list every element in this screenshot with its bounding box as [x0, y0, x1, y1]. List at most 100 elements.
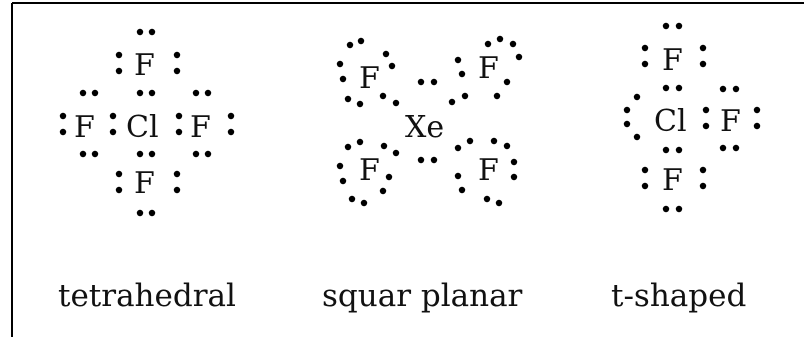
electron-dot: [204, 150, 212, 158]
fluorine-bottom-label: F: [662, 163, 683, 198]
electron-dot: [675, 22, 683, 30]
electron-dot: [227, 128, 235, 136]
electron-dot: [699, 182, 707, 190]
electron-dot: [662, 205, 670, 213]
electron-dot: [148, 150, 156, 158]
electron-dot: [192, 89, 200, 97]
electron-dot: [360, 199, 368, 207]
electron-dot: [91, 89, 99, 97]
electron-dot: [675, 146, 683, 154]
electron-dot: [675, 84, 683, 92]
structure-square-planar: F F Xe F F squar planar: [322, 35, 523, 314]
electron-dot: [175, 128, 183, 136]
electron-dot: [662, 84, 670, 92]
fluorine-left-label: F: [74, 110, 95, 145]
electron-dot: [430, 156, 438, 164]
electron-dot: [503, 142, 511, 150]
electron-dot: [641, 166, 649, 174]
electron-dot: [458, 70, 466, 78]
electron-dot: [379, 187, 387, 195]
electron-dot: [641, 60, 649, 68]
electron-dot: [641, 44, 649, 52]
electron-dot: [204, 89, 212, 97]
electron-dot: [175, 112, 183, 120]
structure-t-shaped: F Cl F F t-shaped: [611, 22, 761, 314]
central-atom-label: Cl: [654, 104, 687, 139]
electron-dot: [495, 199, 503, 207]
electron-dot: [662, 146, 670, 154]
electron-dot: [454, 144, 462, 152]
electron-dot: [227, 112, 235, 120]
electron-dot: [623, 120, 631, 128]
electron-dot: [633, 93, 641, 101]
electron-dot: [357, 37, 365, 45]
electron-dot: [509, 40, 517, 48]
fluorine-right-label: F: [720, 104, 741, 139]
electron-dot: [510, 158, 518, 166]
electron-dot: [79, 89, 87, 97]
fluorine-bottom-label: F: [134, 166, 155, 201]
electron-dot: [454, 56, 462, 64]
electron-dot: [732, 144, 740, 152]
electron-dot: [136, 150, 144, 158]
electron-dot: [148, 89, 156, 97]
structure-tetrahedral: F F Cl F F tetrahedral: [58, 28, 236, 314]
electron-dot: [484, 40, 492, 48]
electron-dot: [356, 100, 364, 108]
electron-dot: [490, 137, 498, 145]
electron-dot: [382, 50, 390, 58]
electron-dot: [344, 143, 352, 151]
electron-dot: [719, 85, 727, 93]
electron-dot: [448, 98, 456, 106]
electron-dot: [136, 28, 144, 36]
electron-dot: [430, 78, 438, 86]
electron-dot: [641, 182, 649, 190]
fluorine-top-label: F: [134, 48, 155, 83]
electron-dot: [379, 92, 387, 100]
electron-dot: [115, 170, 123, 178]
electron-dot: [136, 209, 144, 217]
electron-dot: [388, 62, 396, 70]
electron-dot: [148, 28, 156, 36]
central-atom-label: Xe: [405, 110, 444, 145]
electron-dot: [348, 195, 356, 203]
electron-dot: [385, 173, 393, 181]
electron-dot: [148, 209, 156, 217]
electron-dot: [173, 51, 181, 59]
electron-dot: [59, 128, 67, 136]
electron-dot: [623, 106, 631, 114]
electron-dot: [91, 150, 99, 158]
electron-dot: [515, 53, 523, 61]
electron-dot: [461, 92, 469, 100]
electron-dot: [115, 186, 123, 194]
electron-dot: [493, 92, 501, 100]
fluorine-bottom-left-label: F: [359, 153, 380, 188]
electron-dot: [392, 99, 400, 107]
electron-dot: [346, 41, 354, 49]
electron-dot: [173, 67, 181, 75]
lone-pair-dots-t-shaped: [623, 22, 761, 213]
electron-dot: [109, 128, 117, 136]
electron-dot: [115, 67, 123, 75]
fluorine-bottom-right-label: F: [478, 153, 499, 188]
electron-dot: [336, 162, 344, 170]
electron-dot: [392, 149, 400, 157]
electron-dot: [496, 35, 504, 43]
electron-dot: [753, 122, 761, 130]
fluorine-top-left-label: F: [359, 61, 380, 96]
electron-dot: [192, 150, 200, 158]
electron-dot: [59, 112, 67, 120]
electron-dot: [753, 106, 761, 114]
electron-dot: [173, 170, 181, 178]
electron-dot: [633, 133, 641, 141]
electron-dot: [510, 173, 518, 181]
electron-dot: [458, 186, 466, 194]
electron-dot: [503, 78, 511, 86]
electron-dot: [339, 177, 347, 185]
electron-dot: [417, 156, 425, 164]
electron-dot: [483, 195, 491, 203]
fluorine-top-label: F: [662, 43, 683, 78]
electron-dot: [109, 112, 117, 120]
